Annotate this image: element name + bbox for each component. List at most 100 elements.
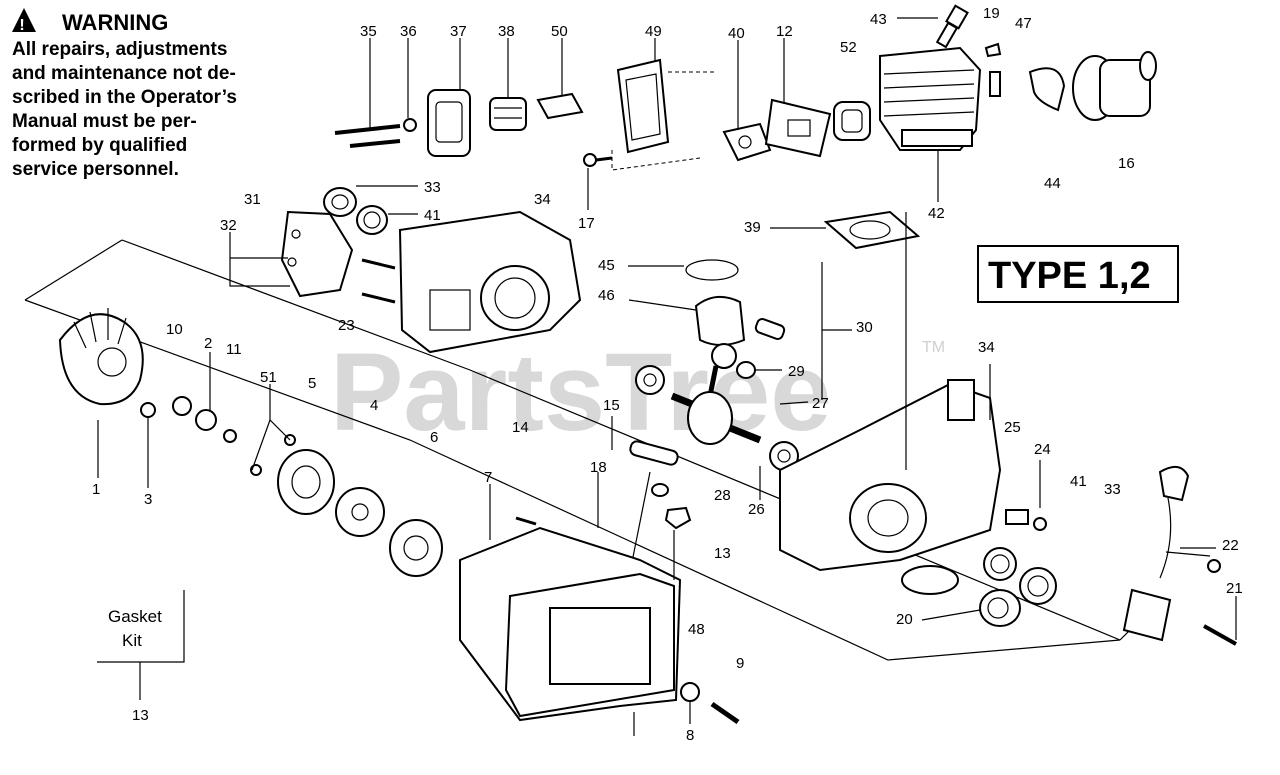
part-cylinder bbox=[879, 46, 982, 151]
callout: 1 bbox=[92, 481, 100, 498]
part-bearing bbox=[635, 365, 665, 395]
trademark: TM bbox=[922, 339, 945, 356]
part-gasket bbox=[722, 122, 772, 162]
callout: 48 bbox=[688, 621, 705, 638]
callout: 52 bbox=[840, 39, 857, 56]
warning-line: scribed in the Operator’s bbox=[12, 87, 237, 108]
part-air-filter-cover bbox=[427, 89, 471, 157]
callout: 36 bbox=[400, 23, 417, 40]
callout: 26 bbox=[748, 501, 765, 518]
gasket-kit-line2: Kit bbox=[122, 631, 142, 650]
part-insulator-plate bbox=[764, 98, 832, 158]
part-muffler bbox=[1072, 51, 1157, 121]
warning-line: and maintenance not de- bbox=[12, 63, 236, 84]
gasket-kit-number: 13 bbox=[132, 707, 149, 724]
callout: 22 bbox=[1222, 537, 1239, 554]
part-spark-plug bbox=[935, 4, 969, 49]
callout: 2 bbox=[204, 335, 212, 352]
callout: 43 bbox=[870, 11, 887, 28]
callout: 3 bbox=[144, 491, 152, 508]
gasket-kit-line1: Gasket bbox=[108, 607, 162, 626]
callout: 51 bbox=[260, 369, 277, 386]
part-crankcase-half bbox=[361, 210, 582, 354]
part-starter-housing bbox=[459, 516, 682, 722]
callout: 8 bbox=[686, 727, 694, 744]
callout: 41 bbox=[1070, 473, 1087, 490]
part-piston bbox=[694, 295, 786, 346]
callout: 34 bbox=[534, 191, 551, 208]
callout: 18 bbox=[590, 459, 607, 476]
part-flywheel bbox=[58, 308, 144, 406]
callout: 50 bbox=[551, 23, 568, 40]
part-bolts bbox=[334, 118, 417, 148]
callout: 7 bbox=[484, 469, 492, 486]
part-bolt-8 bbox=[680, 682, 740, 725]
part-air-filter bbox=[489, 97, 527, 131]
part-grommet bbox=[664, 506, 692, 530]
callout: 17 bbox=[578, 215, 595, 232]
part-crankshaft bbox=[670, 343, 762, 445]
callout: 4 bbox=[370, 397, 378, 414]
callout: 38 bbox=[498, 23, 515, 40]
part-cylinder-bolt bbox=[984, 42, 1002, 97]
gasket-kit: Gasket Kit 13 bbox=[97, 590, 185, 724]
part-screw-24 bbox=[1005, 509, 1047, 531]
callout: 32 bbox=[220, 217, 237, 234]
part-seal-lower-2 bbox=[1019, 567, 1057, 605]
part-bracket bbox=[280, 210, 354, 298]
part-screw bbox=[583, 153, 613, 167]
callout: 42 bbox=[928, 205, 945, 222]
callout: 19 bbox=[983, 5, 1000, 22]
callout: 39 bbox=[744, 219, 761, 236]
leader-lines bbox=[97, 17, 1237, 736]
callout: 27 bbox=[812, 395, 829, 412]
callout: 33 bbox=[1104, 481, 1121, 498]
callout: 14 bbox=[512, 419, 529, 436]
callout: 37 bbox=[450, 23, 467, 40]
part-starter-pulley bbox=[277, 449, 443, 577]
callout: 40 bbox=[728, 25, 745, 42]
warning-line: Manual must be per- bbox=[12, 111, 197, 132]
callout: 44 bbox=[1044, 175, 1061, 192]
part-starter-handle bbox=[629, 440, 679, 563]
callout: 25 bbox=[1004, 419, 1021, 436]
callout: 33 bbox=[424, 179, 441, 196]
part-seal-lower bbox=[983, 547, 1017, 581]
part-nut bbox=[140, 396, 217, 431]
callout: 13 bbox=[714, 545, 731, 562]
callout: 11 bbox=[226, 341, 242, 358]
callout: 41 bbox=[424, 207, 441, 224]
warning-icon bbox=[12, 8, 36, 32]
part-cylinder-gasket bbox=[823, 210, 921, 250]
part-oil-seal bbox=[356, 205, 388, 235]
callout: 12 bbox=[776, 23, 793, 40]
part-crankcase-right bbox=[779, 379, 1002, 572]
warning-block: ! WARNING All repairs, adjustments and m… bbox=[12, 8, 237, 180]
callout: 46 bbox=[598, 287, 615, 304]
callout: 10 bbox=[166, 321, 183, 338]
callout: 5 bbox=[308, 375, 316, 392]
part-seal-ring bbox=[833, 101, 871, 141]
type-label: TYPE 1,2 bbox=[988, 255, 1151, 297]
callout: 9 bbox=[736, 655, 744, 672]
part-ignition-module bbox=[1122, 465, 1237, 646]
callout: 35 bbox=[360, 23, 377, 40]
type-box: TYPE 1,2 bbox=[977, 245, 1179, 303]
callout: 24 bbox=[1034, 441, 1051, 458]
callout: 6 bbox=[430, 429, 438, 446]
warning-line: formed by qualified bbox=[12, 135, 187, 156]
callout: 45 bbox=[598, 257, 615, 274]
part-piston-ring bbox=[685, 259, 739, 281]
callout: 23 bbox=[338, 317, 355, 334]
svg-text:!: ! bbox=[19, 17, 24, 34]
part-fuel-cap bbox=[901, 565, 1021, 627]
callout: 47 bbox=[1015, 15, 1032, 32]
callout: 21 bbox=[1226, 580, 1243, 597]
callout: 29 bbox=[788, 363, 805, 380]
part-intake-housing bbox=[611, 58, 715, 171]
callout: 15 bbox=[603, 397, 620, 414]
part-seal bbox=[323, 187, 357, 217]
warning-line: All repairs, adjustments bbox=[12, 39, 227, 60]
callout: 20 bbox=[896, 611, 913, 628]
